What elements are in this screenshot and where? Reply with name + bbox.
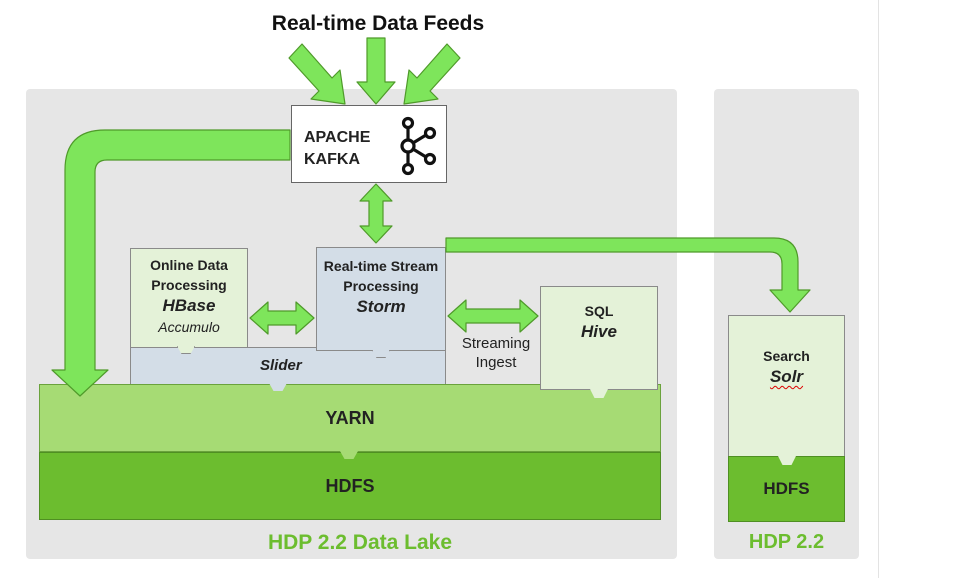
hive-tab [590,389,608,398]
feed-arrow-left [288,43,346,105]
diagram-title: Real-time Data Feeds [271,12,485,35]
hive-line1: SQL [584,303,614,319]
kafka-box: APACHE KAFKA [291,105,447,183]
streaming-ingest-line1: Streaming [461,335,531,352]
storm-hive-arrow [447,299,539,333]
kafka-logo-icon [400,116,437,176]
yarn-layer: YARN [39,384,661,452]
kafka-line1: APACHE [304,129,371,146]
feed-arrow-right [403,43,461,105]
page-edge-divider [878,0,879,578]
kafka-storm-arrow [359,183,393,244]
storm-name: Storm [356,297,406,316]
storm-line2: Processing [343,278,419,294]
solr-name: Solr [769,367,804,386]
data-lake-label: HDP 2.2 Data Lake [267,531,453,554]
solr-box: Search Solr [728,315,845,458]
hive-name: Hive [581,322,617,341]
solr-tab [778,456,796,465]
hdp-right-label: HDP 2.2 [748,531,825,553]
storm-line1: Real-time Stream [323,258,439,274]
hbase-box: Online Data Processing HBase Accumulo [130,248,248,348]
hbase-line2: Processing [151,277,227,293]
hdfs-right-layer: HDFS [728,456,845,522]
feed-arrow-center [356,37,396,105]
yarn-label: YARN [325,408,375,428]
hdfs-right-label: HDFS [763,479,810,498]
hive-box: SQL Hive [540,286,658,390]
storm-solr-arrow [445,237,811,313]
kafka-yarn-arrow [51,129,291,397]
hdfs-label: HDFS [325,476,375,496]
streaming-ingest-label: Streaming Ingest [455,334,537,372]
slider-tab [269,383,287,391]
streaming-ingest-line2: Ingest [475,354,517,371]
storm-box: Real-time Stream Processing Storm [316,247,446,351]
kafka-line2: KAFKA [304,151,360,168]
yarn-tab [340,451,358,459]
hbase-line1: Online Data [150,257,228,273]
solr-line1: Search [763,348,810,364]
slider-label: Slider [260,357,302,374]
hbase-storm-arrow [249,301,315,335]
hbase-sub: Accumulo [158,319,220,335]
hbase-name: HBase [162,296,216,315]
